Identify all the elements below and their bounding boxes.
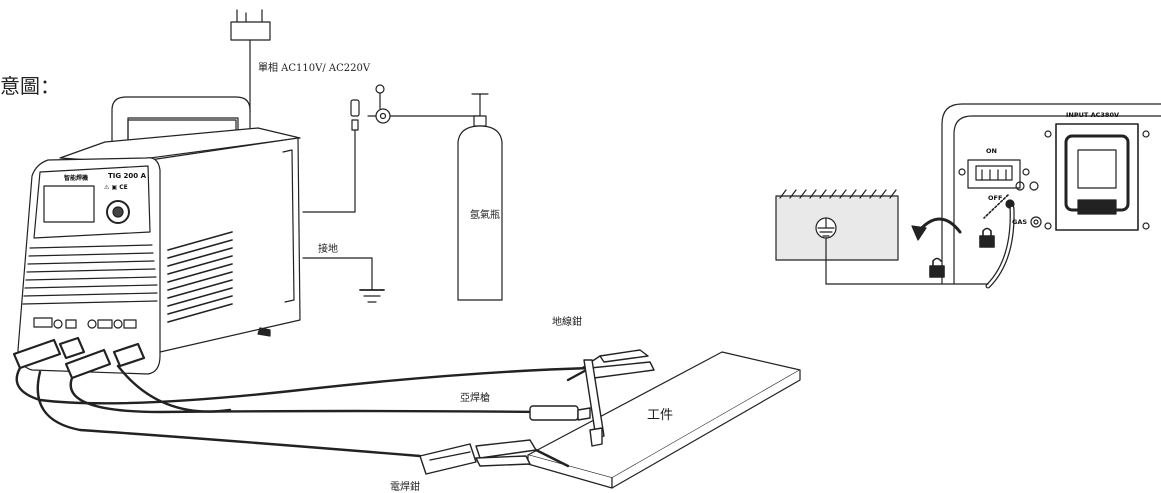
tig-torch-label: 亞焊槍 [460, 393, 490, 404]
workpiece [527, 351, 801, 489]
ground-symbol-icon [302, 257, 385, 303]
unlock-icon [929, 257, 945, 278]
rear-panel [825, 103, 1161, 289]
rear-on-label: ON [986, 147, 997, 155]
workpiece-label: 工件 [647, 408, 674, 423]
tig-torch [529, 359, 605, 447]
lock-icon [979, 227, 995, 248]
rear-input-label: INPUT AC380V [1066, 111, 1119, 119]
earth-box [775, 189, 899, 263]
rear-gas-label: GAS [1012, 218, 1028, 226]
gas-cylinder-label: 氬氣瓶 [470, 210, 500, 221]
welder-model: TIG 200 A [108, 172, 147, 180]
power-plug-icon [230, 9, 271, 113]
electrode-holder [419, 439, 570, 475]
page-title-fragment: 意圖： [0, 74, 60, 98]
ground-clamp-label: 地線鉗 [552, 317, 582, 328]
welder-front-title: 智能焊機 [64, 175, 89, 182]
power-label: 單相 AC110V/ AC220V [258, 63, 371, 74]
electrode-holder-label: 電焊鉗 [390, 482, 420, 493]
gas-regulator [302, 84, 481, 213]
argon-cylinder [457, 93, 503, 301]
ground-label: 接地 [318, 244, 338, 255]
ground-clamp [566, 349, 655, 382]
welder-marks: ⚠ ▣ CE [104, 184, 128, 191]
welder-machine [12, 96, 301, 380]
cables [15, 364, 592, 458]
rear-off-label: OFF [988, 194, 1003, 202]
